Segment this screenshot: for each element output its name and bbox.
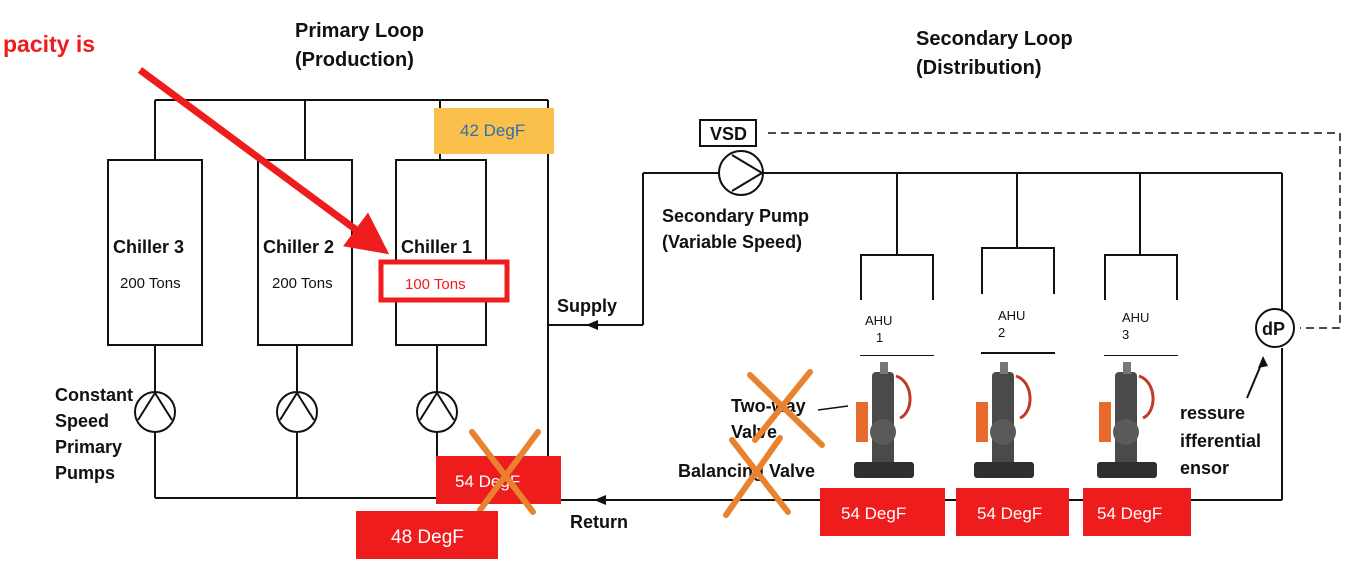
secondary-pump-label-2: (Variable Speed) (662, 232, 802, 252)
ahu-2-label: AHU (998, 308, 1025, 323)
dp-label: dP (1262, 319, 1285, 339)
secondary-loop-subtitle: (Distribution) (916, 57, 1042, 79)
ahu-1-label: AHU (865, 313, 892, 328)
callout-text: pacity is (3, 31, 95, 57)
chiller-3-name: Chiller 3 (113, 237, 184, 257)
primary-loop-subtitle: (Production) (295, 49, 414, 71)
return-label: Return (570, 512, 628, 532)
chiller-3-capacity: 200 Tons (120, 275, 181, 292)
supply-flow-arrow (586, 320, 598, 330)
supply-label: Supply (557, 296, 617, 316)
ahu-1: AHU 1 (858, 255, 938, 355)
valve-2-icon (974, 362, 1034, 478)
ahu-3-return-temp: 54 DegF (1097, 504, 1162, 523)
ahu-1-number: 1 (876, 330, 883, 345)
chiller-2-name: Chiller 2 (263, 237, 334, 257)
sensor-label-2: ifferential (1180, 431, 1261, 451)
sensor-label-3: ensor (1180, 458, 1229, 478)
primary-pump-1-icon (417, 392, 457, 432)
primary-loop-title: Primary Loop (295, 20, 424, 42)
primary-pumps-label-1: Constant (55, 385, 133, 405)
ahu-2-return-temp: 54 DegF (977, 504, 1042, 523)
primary-pump-3-icon (135, 392, 175, 432)
ahu-2: AHU 2 (980, 248, 1058, 353)
ahu-1-return-temp: 54 DegF (841, 504, 906, 523)
primary-pump-2-icon (277, 392, 317, 432)
secondary-pump-label-1: Secondary Pump (662, 206, 809, 226)
chiller-1-name: Chiller 1 (401, 237, 472, 257)
secondary-pump-icon (719, 151, 763, 195)
chiller-3: Chiller 3 200 Tons (108, 160, 202, 345)
valve-1-icon (854, 362, 914, 478)
chiller-1: Chiller 1 100 Tons (381, 160, 507, 345)
balancing-valve-label: Balancing Valve (678, 461, 815, 481)
ahu-2-number: 2 (998, 325, 1005, 340)
valve-3-icon (1097, 362, 1157, 478)
primary-pumps-label-2: Speed (55, 411, 109, 431)
primary-pumps-label-4: Pumps (55, 463, 115, 483)
primary-pumps-label-3: Primary (55, 437, 122, 457)
secondary-loop-title: Secondary Loop (916, 28, 1073, 50)
ahu-3: AHU 3 (1102, 255, 1182, 355)
chiller-2-capacity: 200 Tons (272, 275, 333, 292)
vsd-label: VSD (710, 124, 747, 144)
chiller-1-capacity: 100 Tons (405, 276, 466, 293)
ahu-3-number: 3 (1122, 327, 1129, 342)
return-flow-arrow (594, 495, 606, 505)
ahu-3-label: AHU (1122, 310, 1149, 325)
two-way-valve-label-1: Two-way (731, 396, 806, 416)
supply-temp: 42 DegF (460, 121, 525, 140)
sensor-label-1: ressure (1180, 403, 1245, 423)
mixed-return-temp: 48 DegF (391, 527, 464, 548)
